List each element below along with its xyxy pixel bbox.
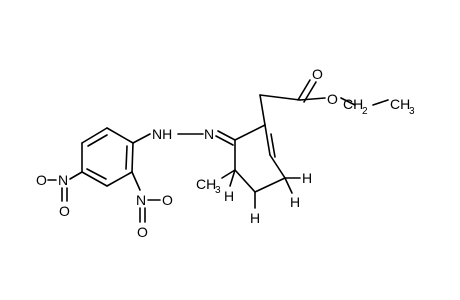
bond-aryl-nitro-right [131,171,141,191]
ring-methyl-label: CH [196,176,216,192]
nitro-left-o2-label: O [59,203,70,219]
ring-bond-c1-c2 [234,124,266,141]
c4-hydrogen-label: H [302,170,312,186]
carbonyl-oxygen-label: O [312,66,323,82]
c6-hydrogen-label: H [224,188,234,204]
bond-c1-n-double-2 [215,135,234,146]
c5-hydrogen-label: H [250,210,260,226]
nitro-right-o-label: O [162,192,173,208]
ester-oxygen-label: O [327,91,338,107]
ring-bond-c2-c3-double-inner [270,133,276,158]
ethyl-ch3-label: CH [390,96,410,112]
ring-bond-c5-c6 [234,169,256,193]
aryl-bond-2 [106,171,133,187]
bond-ch2-c-carbonyl [259,94,301,101]
bond-nh-aryl [132,133,151,144]
bond-carbonyl-c-o-double-1 [297,79,311,101]
nitro-right-n-label: N [136,192,146,208]
hydrazine-nh-label: NH [152,126,172,142]
bond-c6-h [229,169,236,187]
bond-c4-h2 [284,177,293,194]
bond-aryl-nitro-left [69,171,83,180]
imine-nitrogen-label: N [204,126,214,142]
bond-ethyl-ch2-ch3 [372,99,389,106]
bond-carbonyl-c-o-double-2 [303,81,317,103]
nitro-left-n-label: N [58,172,68,188]
ring-bond-c4-c5 [254,177,286,193]
ring-bond-c3-c4 [269,154,286,179]
aryl-bond-1 [131,142,134,173]
bond-ester-o-ch2 [340,97,356,106]
aryl-bond-5-inner [87,134,108,147]
aryl-bond-3-inner [86,168,107,180]
bond-c1-n-double-1 [217,130,236,141]
ethyl-ch2-subscript: 2 [362,106,368,117]
nitro-right-o2-label: O [137,224,148,240]
bond-ring-ch2 [259,94,266,126]
nitro-left-o-label: O [36,172,47,188]
ring-methyl-subscript: 3 [215,185,221,196]
aryl-bond-1-inner [125,145,128,170]
ethyl-ch3-subscript: 3 [409,106,415,117]
bond-c6-ch3 [221,169,236,179]
ring-bond-c2-c3-double [264,124,271,156]
aryl-bond-6 [106,127,134,144]
aryl-bond-3 [81,171,108,187]
ethyl-ch2-label: CH [343,96,363,112]
bond-carbonyl-c-ester-o [299,97,326,101]
c4-hydrogen2-label: H [290,194,300,210]
aryl-bond-5 [81,127,108,144]
